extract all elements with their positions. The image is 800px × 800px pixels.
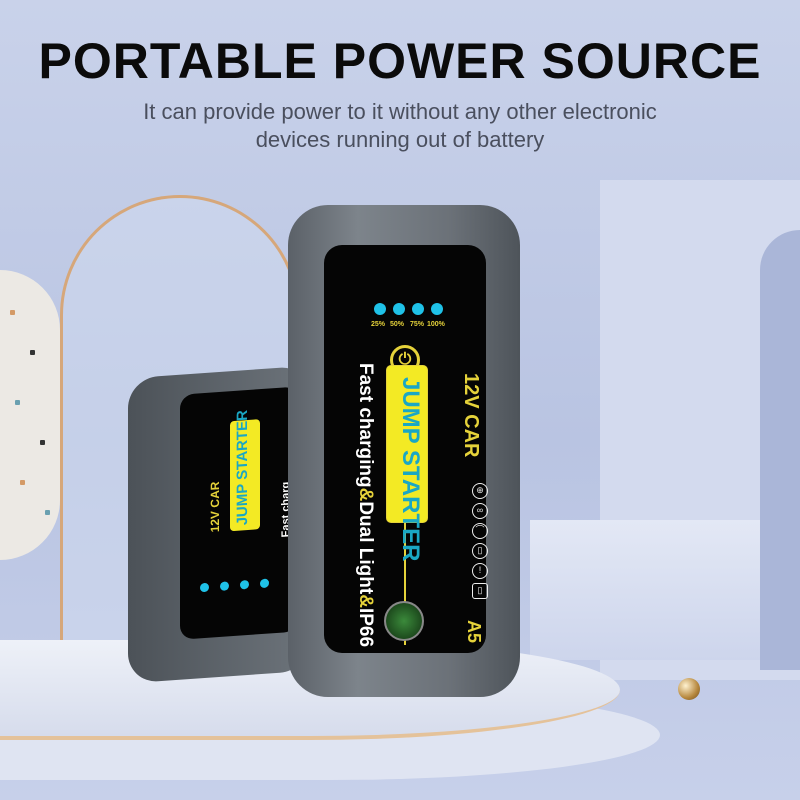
boat-icon: ⌒	[472, 523, 488, 539]
feature-dual-light: Dual Light	[355, 501, 376, 595]
ampersand: &	[355, 487, 376, 502]
car-icon: ⊕	[472, 483, 488, 499]
terrazzo-decor	[0, 270, 60, 560]
subtitle: It can provide power to it without any o…	[100, 98, 700, 154]
terrazzo-chip	[20, 480, 25, 485]
battery-led	[393, 303, 405, 315]
battery-led	[240, 579, 249, 590]
battery-led	[260, 578, 269, 589]
terrazzo-chip	[40, 440, 45, 445]
battery-led	[220, 581, 229, 591]
background-arch-right	[760, 230, 800, 670]
terrazzo-chip	[15, 400, 20, 405]
terrazzo-chip	[30, 350, 35, 355]
flashlight-icon: !	[472, 563, 488, 579]
compass-icon	[384, 601, 424, 641]
feature-text: Fast charging&Dual Light&IP66	[354, 363, 376, 647]
gold-ball	[678, 678, 700, 700]
jump-starter-back: JUMP STARTER 12V CAR Fast charg	[128, 365, 310, 684]
device-panel: JUMP STARTER 12V CAR Fast charg	[180, 386, 298, 640]
voltage-label: 12V CAR	[208, 481, 222, 533]
terrazzo-chip	[45, 510, 50, 515]
feature-ip66: IP66	[355, 607, 376, 648]
model-label: A5	[464, 620, 484, 644]
battery-level-label: 100%	[427, 321, 445, 328]
product-name: JUMP STARTER	[397, 377, 424, 562]
jump-starter-front: 25% 50% 75% 100% ⏻ JUMP STARTER 12V CAR …	[288, 205, 520, 697]
battery-led	[200, 582, 209, 593]
battery-level-label: 25%	[371, 321, 386, 328]
phone-icon: ▯	[472, 583, 488, 599]
battery-led	[412, 303, 424, 315]
battery-level-label: 50%	[390, 321, 405, 328]
battery-level-label: 75%	[410, 321, 425, 328]
feature-fast-charging: Fast charging	[355, 363, 376, 488]
page-title: PORTABLE POWER SOURCE	[38, 33, 762, 89]
product-label-box	[386, 365, 428, 523]
subtitle-line: It can provide power to it without any o…	[143, 99, 657, 124]
terrazzo-chip	[10, 310, 15, 315]
product-name: JUMP STARTER	[234, 409, 251, 526]
voltage-label: 12V CAR	[460, 373, 482, 458]
subtitle-line: devices running out of battery	[255, 127, 545, 152]
battery-icon: ▯	[472, 543, 488, 559]
battery-led	[374, 303, 386, 315]
ampersand: &	[355, 594, 376, 608]
motorcycle-icon: ∞	[472, 503, 488, 519]
device-panel: 25% 50% 75% 100% ⏻ JUMP STARTER 12V CAR …	[324, 245, 488, 653]
stairs-decor	[530, 520, 760, 660]
battery-led	[431, 303, 443, 315]
